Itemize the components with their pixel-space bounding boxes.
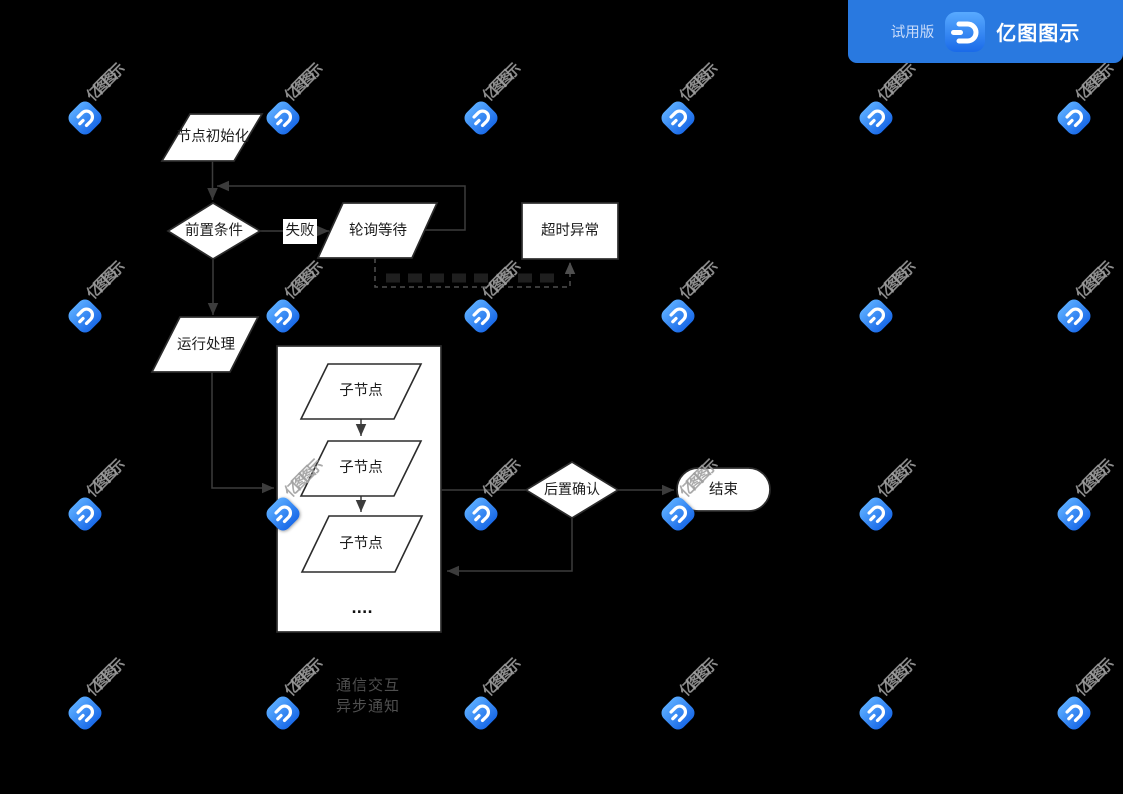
trial-version-label: 试用版 — [890, 25, 935, 41]
node-child3-label: 子节点 — [339, 536, 383, 552]
connector-polling-loop-back — [217, 180, 466, 231]
app-name-label: 亿图图示 — [996, 21, 1081, 45]
node-init-shape — [160, 113, 264, 162]
node-polling-shape — [316, 202, 439, 259]
edge-fail-label: 失败 — [283, 219, 317, 244]
edraw-glyph — [951, 21, 979, 43]
ellipsis-label: .... — [351, 601, 373, 617]
node-precondition-label: 前置条件 — [185, 223, 243, 239]
node-timeout-label: 超时异常 — [541, 223, 599, 239]
connector-polling-to-timeout-dashed — [374, 258, 576, 288]
node-timeout-shape — [521, 202, 619, 260]
node-postconfirm-label: 后置确认 — [544, 482, 600, 498]
node-end-shape — [676, 467, 771, 512]
annotation-communication: 通信交互 — [336, 676, 401, 694]
node-child1-label: 子节点 — [339, 383, 383, 399]
node-precondition-shape — [166, 202, 262, 260]
trial-header-badge[interactable]: 试用版 亿图图示 — [848, 0, 1123, 63]
edraw-app-icon — [945, 11, 986, 52]
node-end-label: 结束 — [709, 482, 738, 498]
node-child1-shape — [299, 363, 423, 420]
annotation-async: 异步通知 — [336, 697, 401, 715]
connector-run-to-container — [211, 372, 274, 494]
node-run-shape — [150, 316, 260, 373]
node-init-label: 节点初始化 — [176, 129, 250, 145]
node-polling-label: 轮询等待 — [349, 223, 407, 239]
node-child3-shape — [300, 515, 424, 573]
node-child2-label: 子节点 — [339, 460, 383, 476]
connector-postconfirm-loop-back — [447, 518, 573, 577]
node-child2-shape — [299, 440, 423, 497]
node-run-label: 运行处理 — [177, 337, 235, 353]
node-postconfirm-shape — [524, 461, 620, 519]
